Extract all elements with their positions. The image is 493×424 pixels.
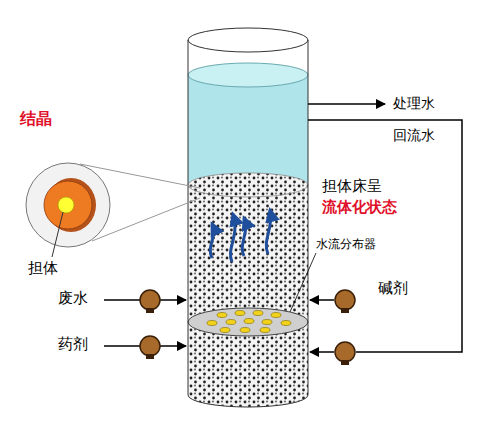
- carrier-label: 担体: [28, 260, 58, 277]
- crystal-inset: [26, 163, 200, 257]
- water-distributor: [188, 308, 308, 336]
- recycle-label: 回流水: [393, 127, 435, 143]
- alkali-label: 碱剂: [378, 280, 408, 297]
- pumps: [140, 290, 355, 365]
- bed-label: 担体床呈: [322, 178, 382, 195]
- distributor-label: 水流分布器: [316, 238, 376, 252]
- treated-water: [188, 63, 308, 197]
- flow-arrows: [210, 210, 271, 262]
- carrier-bed: [188, 173, 308, 407]
- reagent-label: 药剂: [58, 336, 88, 353]
- piping: [104, 104, 462, 352]
- crystal-label: 结晶: [20, 110, 52, 128]
- fluidized-label: 流体化状态: [322, 199, 397, 216]
- wastewater-label: 废水: [58, 290, 88, 307]
- reactor-column: [188, 28, 308, 407]
- outlet-label: 处理水: [393, 95, 435, 111]
